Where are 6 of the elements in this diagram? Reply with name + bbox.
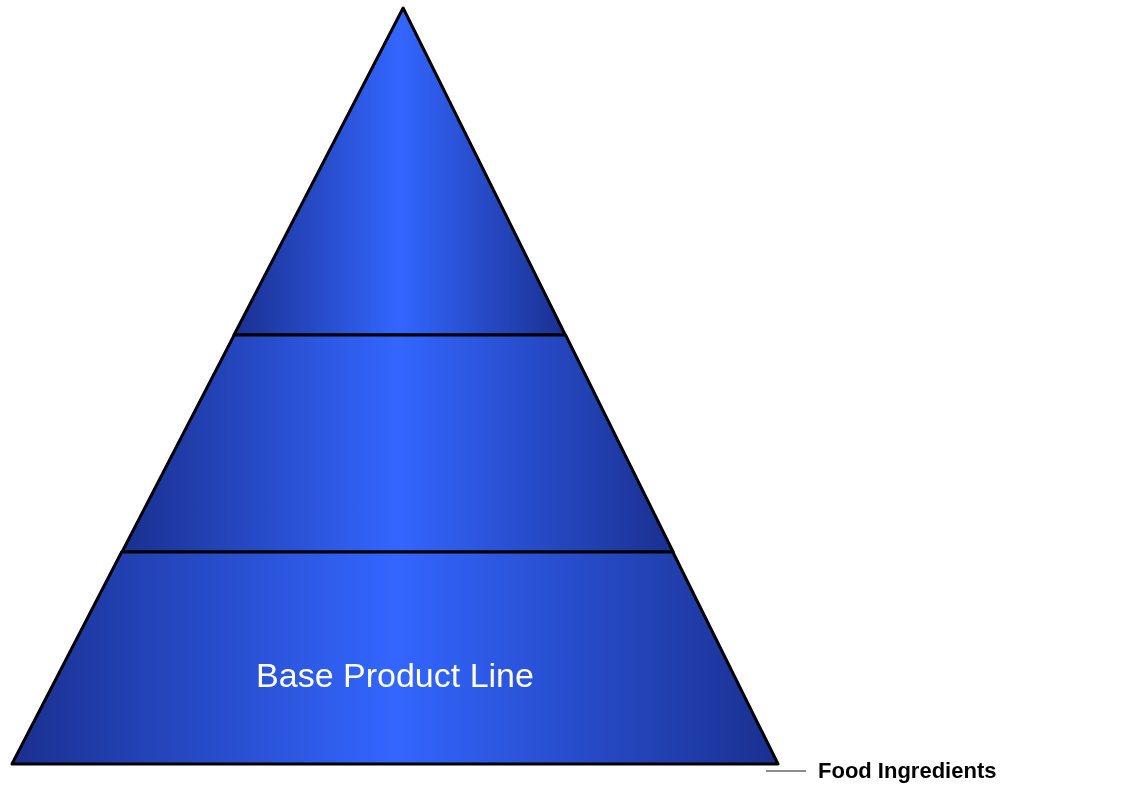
- tier-label: Base Product Line: [255, 656, 535, 695]
- pyramid-tier: [233, 8, 566, 335]
- callout-label: Food Ingredients: [818, 758, 997, 784]
- leader-line: [765, 770, 807, 772]
- pyramid-tier: [121, 335, 673, 552]
- pyramid-tier: [12, 552, 778, 764]
